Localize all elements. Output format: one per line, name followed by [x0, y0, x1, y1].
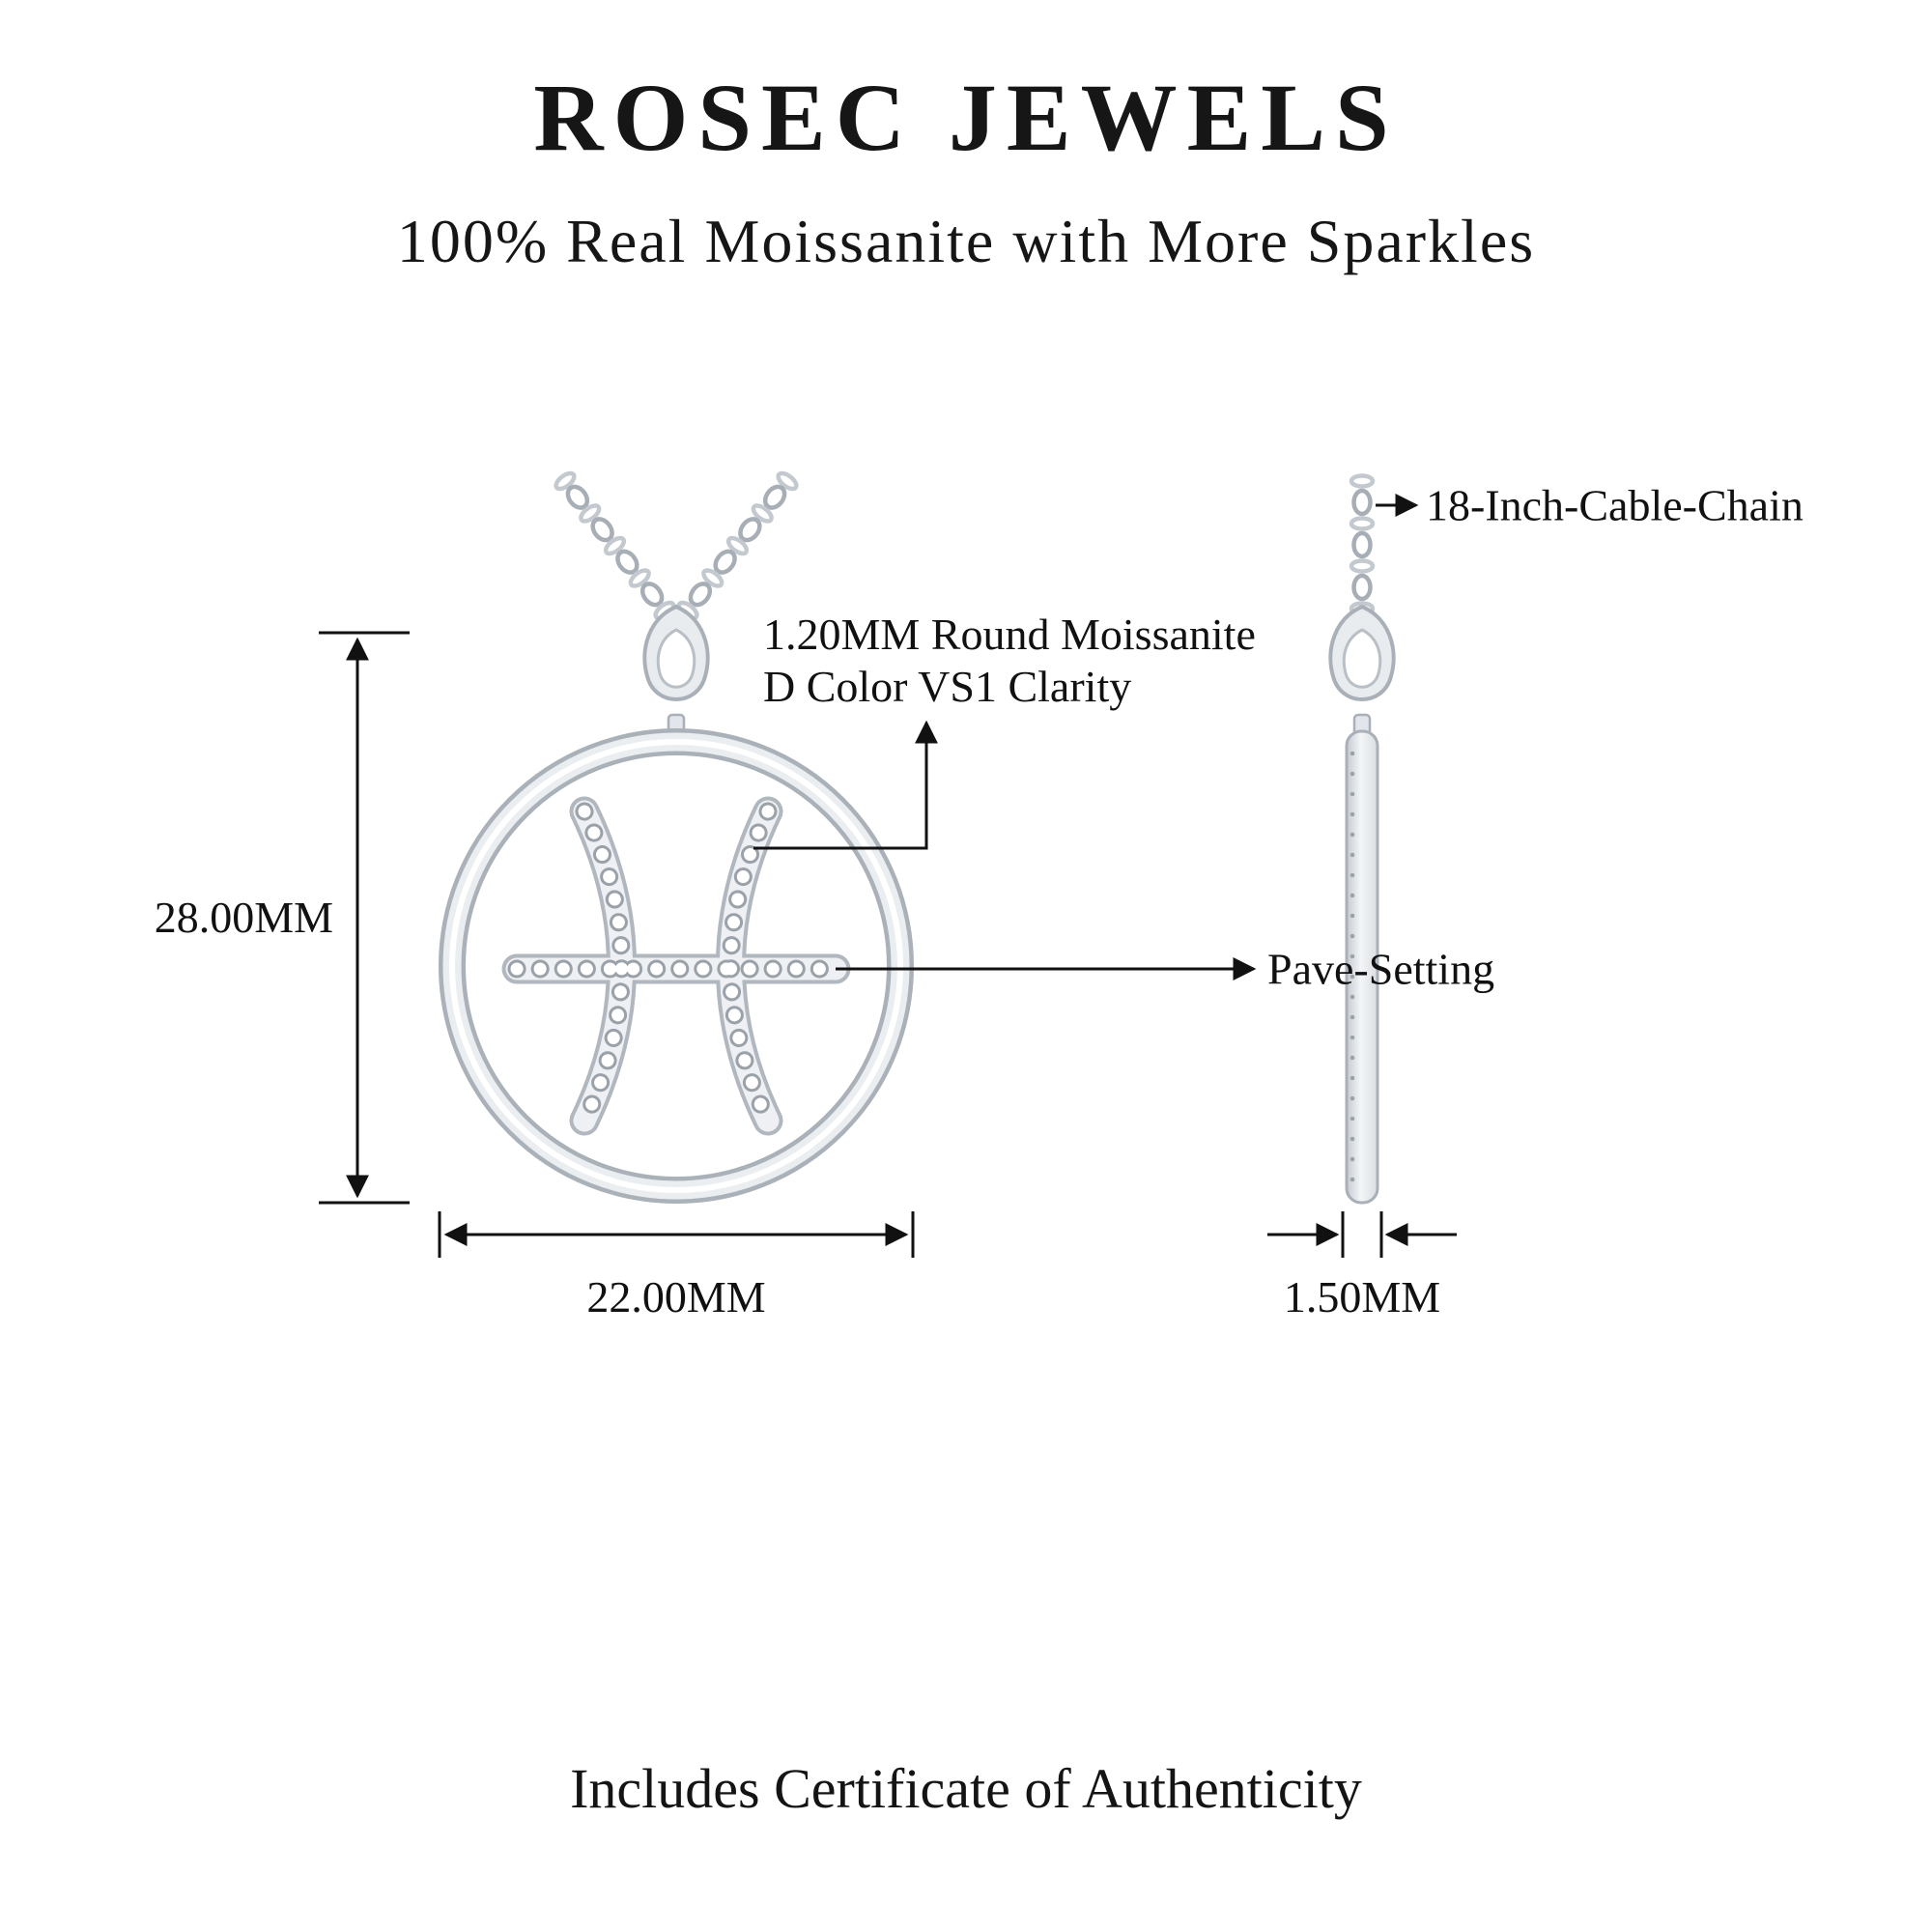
chain-link — [713, 549, 737, 575]
chain-link — [725, 535, 750, 556]
chain-link — [701, 568, 724, 588]
chain-link — [1349, 558, 1376, 574]
cable-chain-front-right-icon — [676, 470, 799, 621]
chain-link — [1351, 573, 1373, 602]
annotations: 18-Inch-Cable-Chain 1.20MM Round Moissan… — [753, 481, 1804, 994]
stone-edge-dot — [1350, 1014, 1355, 1020]
cable-chain-front-left-icon — [554, 470, 676, 621]
width-dimension-label: 22.00MM — [586, 1272, 765, 1321]
chain-link — [590, 517, 614, 543]
stone-label-line1: 1.20MM Round Moissanite — [763, 610, 1256, 659]
chain-link — [1351, 530, 1373, 559]
stone-leader-arrow — [753, 720, 938, 850]
bail-front — [642, 604, 710, 738]
stone-edge-dot — [1350, 872, 1355, 878]
pendant-ring — [439, 728, 914, 1204]
stone-edge-dot — [1350, 1116, 1355, 1122]
cable-chain-side-icon — [1349, 473, 1376, 616]
chain-link — [579, 503, 602, 524]
chain-link — [565, 484, 590, 510]
dimension-thickness: 1.50MM — [1267, 1211, 1457, 1321]
stone-edge-dot — [1350, 1177, 1355, 1182]
height-dimension-label: 28.00MM — [155, 893, 333, 942]
stone-edge-dot — [1350, 751, 1355, 756]
stone-edge-dot — [1350, 811, 1355, 817]
chain-link — [762, 484, 787, 510]
brand-title: ROSEC JEWELS — [533, 64, 1399, 171]
stone-edge-dot — [1350, 1075, 1355, 1081]
dimension-height: 28.00MM — [155, 631, 410, 1205]
certificate-note: Includes Certificate of Authenticity — [570, 1757, 1362, 1820]
chain-link — [738, 517, 762, 543]
stone-edge-dot — [1350, 1095, 1355, 1101]
dimension-width: 22.00MM — [438, 1211, 915, 1321]
stone-edge-dot — [1350, 974, 1355, 980]
tagline: 100% Real Moissanite with More Sparkles — [396, 207, 1536, 275]
front-view — [439, 470, 914, 1204]
stone-edge-dot — [1350, 832, 1355, 838]
stone-edge-dot — [1350, 771, 1355, 777]
chain-link — [554, 470, 577, 492]
chain-link — [751, 503, 774, 524]
chain-link — [603, 535, 627, 556]
stone-label-line2: D Color VS1 Clarity — [763, 662, 1131, 711]
chain-link — [615, 549, 639, 575]
stone-edge-dot — [1350, 1156, 1355, 1162]
stone-edge-dot — [1350, 913, 1355, 919]
side-view — [1328, 473, 1396, 1205]
chain-link — [1349, 473, 1376, 489]
header: ROSEC JEWELS 100% Real Moissanite with M… — [0, 62, 1932, 277]
stone-edge-dot — [1350, 1035, 1355, 1040]
bail-side-hole — [1342, 628, 1382, 689]
stone-edge-dot — [1350, 893, 1355, 898]
chain-link — [776, 470, 799, 492]
stone-edge-dot — [1350, 791, 1355, 797]
stone-edge-dot — [1350, 1055, 1355, 1061]
pisces-symbol — [501, 796, 851, 1136]
chain-link — [639, 582, 665, 608]
pendant-profile — [1345, 729, 1379, 1205]
chain-label: 18-Inch-Cable-Chain — [1426, 481, 1804, 530]
stone-edge-dot — [1350, 1136, 1355, 1142]
ring-highlight — [449, 739, 903, 1193]
chain-link — [628, 568, 651, 588]
bail-hole — [656, 628, 696, 689]
stone-edge-dot — [1350, 994, 1355, 1000]
bail-side — [1328, 604, 1396, 738]
chain-link — [1349, 516, 1376, 531]
setting-label: Pave-Setting — [1267, 945, 1494, 994]
stone-edge-dot — [1350, 852, 1355, 858]
chain-link — [688, 582, 713, 608]
dimensions: 28.00MM 22.00MM 1.50MM — [155, 631, 1457, 1321]
stone-edge-dot — [1350, 953, 1355, 959]
stone-edge-dot — [1350, 933, 1355, 939]
stones-left — [578, 805, 628, 1127]
thickness-dimension-label: 1.50MM — [1284, 1272, 1440, 1321]
chain-link — [1351, 488, 1373, 517]
pendant-profile-stones — [1350, 751, 1355, 1182]
